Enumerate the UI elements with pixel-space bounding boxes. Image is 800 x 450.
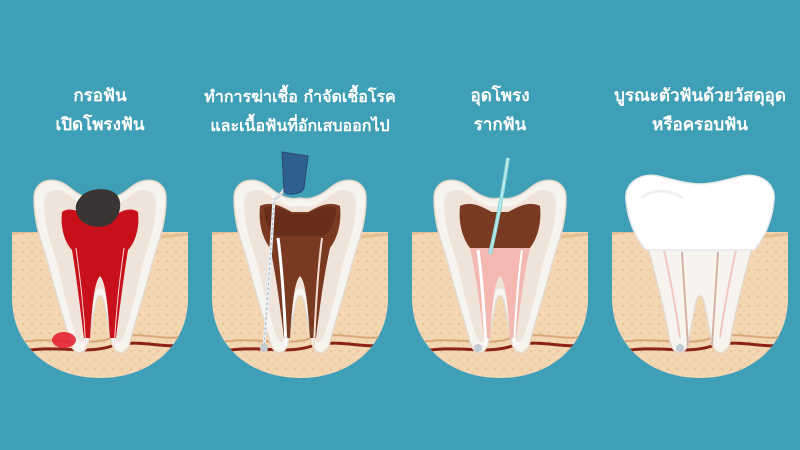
step-caption: กรอฟัน เปิดโพรงฟัน [0, 82, 200, 140]
file-handle [281, 151, 309, 195]
pulp-chamber [459, 203, 541, 248]
infected-pulp [61, 209, 139, 338]
tooth-illustration [412, 157, 588, 378]
step-caption: บูรณะตัวฟันด้วยวัสดุอุด หรือครอบฟัน [586, 82, 800, 140]
caption-line-1: บูรณะตัวฟันด้วยวัสดุอุด [614, 86, 786, 106]
step-restore-crown: บูรณะตัวฟันด้วยวัสดุอุด หรือครอบฟัน [600, 0, 800, 450]
step-open-cavity: กรอฟัน เปิดโพรงฟัน [0, 0, 200, 450]
caption-line-1: อุดโพรง [470, 86, 530, 106]
tooth-illustration [12, 179, 188, 378]
caption-line-1: กรอฟัน [73, 86, 127, 106]
tooth-root [647, 247, 753, 354]
file-tip [260, 344, 268, 352]
caption-line-2: เปิดโพรงฟัน [55, 115, 145, 135]
endodontic-file [262, 197, 276, 349]
step-caption: อุดโพรง รากฟัน [400, 82, 600, 140]
abscess [52, 332, 76, 348]
dental-crown [625, 174, 775, 251]
caption-line-2: รากฟัน [473, 115, 527, 135]
tooth-illustration [212, 151, 388, 378]
caption-line-2: และเนื้อฟันที่อักเสบออกไป [210, 116, 390, 135]
step-caption: ทำการฆ่าเชื้อ กำจัดเชื้อโรค และเนื้อฟันท… [188, 82, 412, 140]
cleaned-pulp-chamber [259, 203, 341, 338]
step-clean-canal: ทำการฆ่าเชื้อ กำจัดเชื้อโรค และเนื้อฟันท… [200, 0, 400, 450]
caption-line-1: ทำการฆ่าเชื้อ กำจัดเชื้อโรค [204, 87, 396, 106]
tooth-illustration [612, 174, 788, 378]
caption-line-2: หรือครอบฟัน [652, 115, 748, 135]
step-fill-canal: อุดโพรง รากฟัน [400, 0, 600, 450]
cavity [75, 189, 121, 227]
